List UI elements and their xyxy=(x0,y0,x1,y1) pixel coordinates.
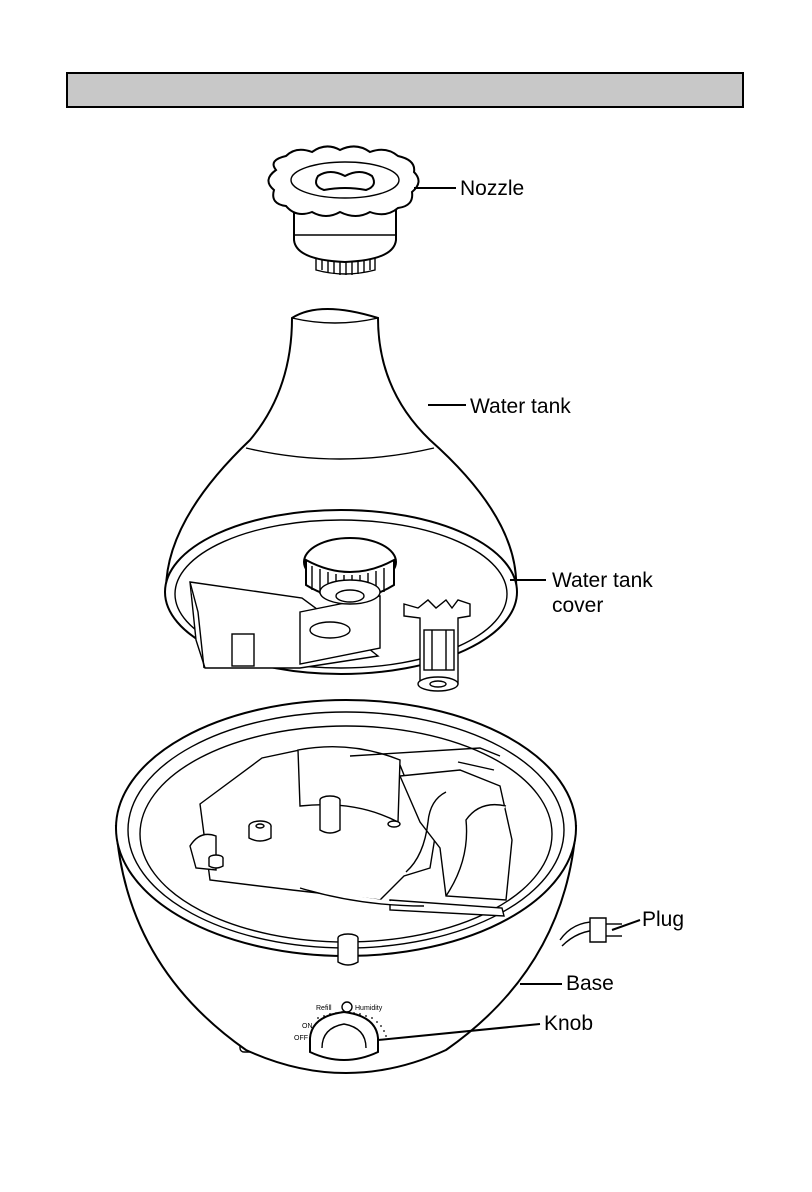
label-nozzle: Nozzle xyxy=(460,177,524,200)
label-water-tank-cover-line1: Water tank xyxy=(552,569,653,592)
panel-on-text: ON xyxy=(302,1023,313,1030)
nozzle-part xyxy=(268,146,418,275)
panel-humidity-text: Humidity xyxy=(355,1005,383,1012)
panel-off-text: OFF xyxy=(294,1035,308,1042)
label-base: Base xyxy=(566,972,614,995)
label-plug: Plug xyxy=(642,908,684,931)
plug-leader-line xyxy=(612,920,640,930)
panel-refill-text: Refill xyxy=(316,1005,332,1012)
label-water-tank-cover-line2: cover xyxy=(552,594,603,617)
water-tank-part xyxy=(165,309,517,691)
label-water-tank: Water tank xyxy=(470,395,571,418)
label-knob: Knob xyxy=(544,1012,593,1035)
